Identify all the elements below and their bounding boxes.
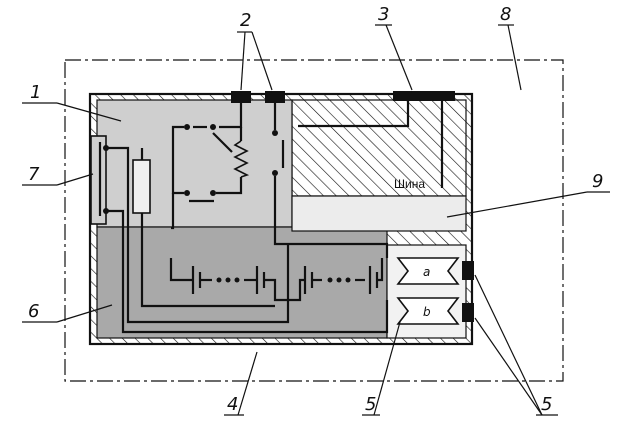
callout-1: 1 xyxy=(30,82,41,103)
terminal-5-lower xyxy=(462,303,474,322)
callout-7: 7 xyxy=(28,164,40,185)
hatched-block xyxy=(291,99,467,197)
callout-3: 3 xyxy=(378,4,389,25)
module-a: a xyxy=(396,257,460,285)
callout-5-right: 5 xyxy=(541,394,552,415)
region-1 xyxy=(96,99,293,228)
module-b: b xyxy=(396,297,460,325)
svg-text:a: a xyxy=(423,265,430,279)
terminal-5-upper xyxy=(462,261,474,280)
fuse-block-7 xyxy=(90,135,389,334)
bus-label: Шина xyxy=(394,177,425,191)
region-6 xyxy=(96,226,388,339)
callout-8: 8 xyxy=(500,4,511,25)
terminal-3 xyxy=(393,91,455,101)
terminal-2-left xyxy=(231,91,251,103)
control-circuit xyxy=(171,103,389,258)
callout-4: 4 xyxy=(227,394,238,415)
callout-9: 9 xyxy=(592,171,603,192)
svg-text:b: b xyxy=(423,305,431,319)
leader-lines xyxy=(22,24,610,416)
terminal-2-right xyxy=(265,91,285,103)
region-9 xyxy=(291,195,467,232)
battery-string xyxy=(169,193,384,302)
wire-bus-upper xyxy=(298,101,410,128)
callout-5-center: 5 xyxy=(365,394,376,415)
callout-6: 6 xyxy=(28,301,39,322)
callout-2: 2 xyxy=(240,10,251,31)
outer-boundary xyxy=(64,59,564,382)
